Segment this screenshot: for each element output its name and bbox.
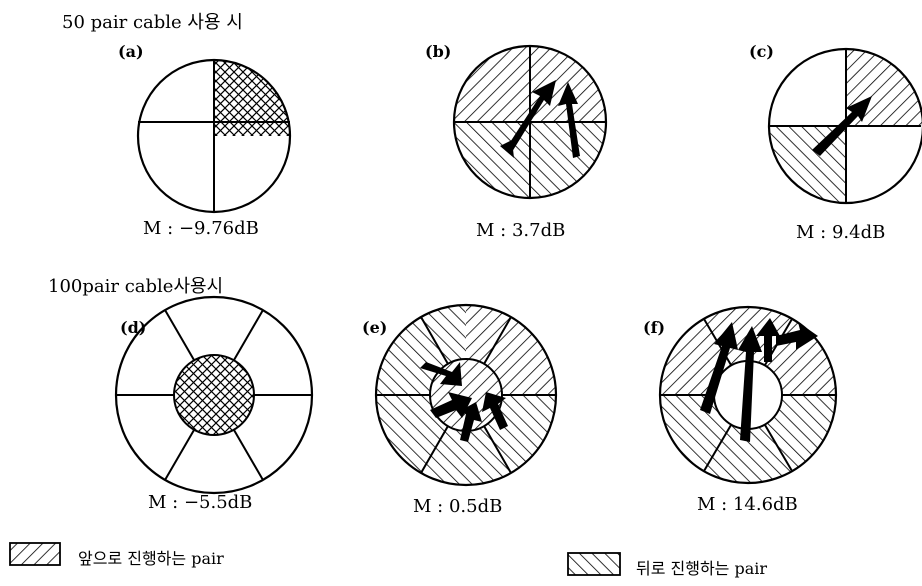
m-value-e: M : 0.5dB bbox=[413, 496, 503, 517]
legend-forward-label: 앞으로 진행하는 pair bbox=[78, 549, 224, 568]
diagram-f bbox=[658, 305, 838, 485]
panel-label-e: (e) bbox=[362, 318, 388, 337]
panel-label-a: (a) bbox=[118, 42, 144, 61]
arrow-icon bbox=[700, 318, 818, 442]
section-title-50pair: 50 pair cable 사용 시 bbox=[62, 12, 243, 33]
panel-label-b: (b) bbox=[425, 42, 452, 61]
legend-forward-swatch bbox=[9, 542, 61, 566]
m-value-b: M : 3.7dB bbox=[476, 220, 566, 241]
m-value-f: M : 14.6dB bbox=[697, 494, 798, 515]
section-title-100pair: 100pair cable사용시 bbox=[48, 276, 224, 297]
m-value-c: M : 9.4dB bbox=[796, 222, 886, 243]
legend-backward-swatch bbox=[567, 552, 621, 576]
panel-label-c: (c) bbox=[749, 42, 774, 61]
diagram-c bbox=[767, 47, 922, 205]
diagram-b bbox=[452, 44, 608, 200]
arrow-icon bbox=[500, 80, 580, 158]
diagram-d bbox=[114, 295, 314, 495]
diagram-a bbox=[136, 58, 292, 214]
m-value-d: M : −5.5dB bbox=[148, 492, 253, 513]
legend-backward-label: 뒤로 진행하는 pair bbox=[636, 559, 768, 578]
arrow-icon bbox=[812, 96, 872, 156]
panel-label-f: (f) bbox=[643, 318, 666, 337]
arrow-icon bbox=[420, 362, 508, 442]
m-value-a: M : −9.76dB bbox=[143, 218, 259, 239]
diagram-e bbox=[374, 303, 558, 487]
